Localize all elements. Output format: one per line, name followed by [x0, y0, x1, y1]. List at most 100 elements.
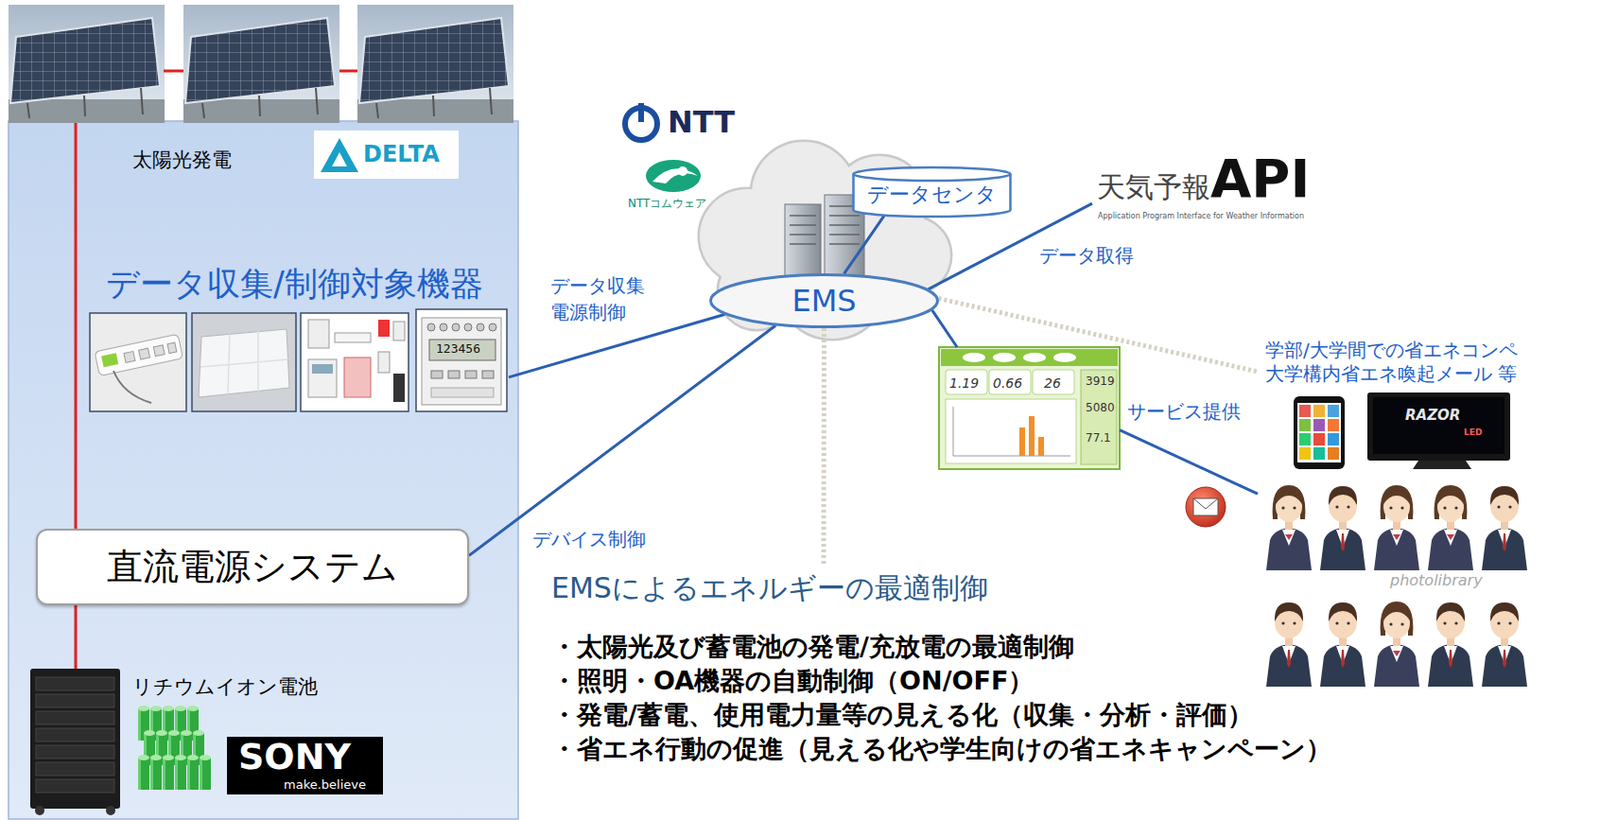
- nttcomware-logo: [645, 159, 701, 192]
- sensor-devices-photo: [393, 321, 405, 341]
- delta-logo: [313, 130, 459, 179]
- box-title: 直流電源システム: [106, 545, 399, 590]
- battery-cells: [138, 754, 150, 790]
- power-strip-photo: [167, 342, 177, 353]
- delta-logo: [331, 152, 348, 167]
- mail-icon: [1185, 486, 1226, 527]
- nttcomware-logo: [678, 166, 688, 176]
- connector-line: [1119, 430, 1258, 494]
- power-meter-photo: [476, 323, 485, 331]
- summary-title: EMSによるエネルギーの最適制御: [551, 571, 989, 606]
- dashboard-screenshot: [1053, 352, 1077, 363]
- power-meter-photo: [416, 309, 507, 412]
- cylinder-outline: [853, 167, 1011, 217]
- solar-panel-photo: [202, 87, 318, 119]
- tablet-device: [1313, 404, 1325, 418]
- dashboard-screenshot: [992, 352, 1016, 363]
- power-meter-photo: [448, 370, 460, 379]
- ceiling-light-photo: [198, 329, 290, 398]
- dashboard-screenshot: [1080, 369, 1117, 465]
- solar-panel-photo: [359, 17, 509, 104]
- battery-cells: [187, 754, 199, 790]
- power-meter-photo: [416, 309, 507, 412]
- solar-panel-photo: [357, 4, 514, 123]
- battery-rack: [30, 668, 121, 809]
- dashboard-screenshot: [945, 369, 988, 395]
- power-strip-photo: [113, 370, 152, 403]
- power-strip-photo: [94, 333, 183, 376]
- panel-ground: [8, 121, 519, 819]
- sensor-devices-photo: [300, 313, 409, 412]
- tablet-device: [1297, 402, 1341, 463]
- delta-logo: [320, 138, 359, 173]
- power-strip-photo: [139, 347, 151, 360]
- tablet-device: [1313, 447, 1325, 460]
- battery-cells: [162, 754, 174, 790]
- dashed-connector: [821, 328, 828, 564]
- sensor-devices-photo: [312, 364, 333, 374]
- dashboard-screenshot: [1028, 416, 1035, 456]
- metric-value: 3919: [1085, 374, 1115, 388]
- people-illustration: [1320, 486, 1366, 571]
- service-note: 学部/大学間での省エネコンペ 大学構内省エネ喚起メール 等: [1265, 338, 1559, 386]
- power-strip-photo: [153, 345, 165, 357]
- dashboard-screenshot: [962, 352, 986, 363]
- battery-rack: [35, 694, 115, 708]
- solar-panel-photo: [27, 87, 143, 119]
- solar-panel-photo: [183, 4, 340, 123]
- logo-subtitle: Application Program Interface for Weathe…: [1097, 211, 1305, 222]
- battery-cells: [199, 754, 211, 790]
- sensor-devices-photo: [308, 359, 337, 398]
- server-towers: [789, 215, 817, 244]
- tv-monitor: [1373, 397, 1505, 454]
- logo-text: 天気予報API: [1096, 155, 1310, 203]
- logo-wordmark: DELTA: [363, 140, 440, 169]
- dashboard-screenshot: [1032, 369, 1075, 395]
- metric-value: 1.19: [949, 375, 979, 392]
- tv-monitor: [1367, 392, 1511, 461]
- power-meter-photo: [452, 323, 460, 331]
- connector-label: デバイス制御: [530, 527, 648, 551]
- dashboard-screenshot: [1038, 436, 1044, 456]
- mail-icon: [1193, 498, 1218, 516]
- battery-cells: [138, 705, 211, 790]
- battery-caption: リチウムイオン電池: [132, 675, 318, 699]
- dashboard-screenshot: [953, 406, 1071, 456]
- dashboard-screenshot: [989, 369, 1031, 395]
- battery-rack: [35, 745, 115, 759]
- group-heading: データ収集/制御対象機器: [105, 264, 484, 303]
- battery-rack: [35, 728, 115, 742]
- people-illustration: [1266, 485, 1312, 571]
- logo-tagline: make.believe: [283, 778, 366, 792]
- metric-value: 0.66: [992, 375, 1023, 392]
- connector-line: [932, 310, 957, 348]
- tablet-device: [1299, 447, 1311, 460]
- sensor-devices-photo: [344, 357, 371, 398]
- power-meter-photo: [431, 370, 443, 379]
- logo-wordmark: NTT: [667, 104, 735, 140]
- battery-rack: [35, 711, 115, 725]
- battery-rack: [34, 805, 45, 816]
- battery-rack: [35, 779, 115, 793]
- people-illustration: [1427, 602, 1474, 687]
- ems-ellipse: EMS: [709, 273, 940, 329]
- nttcomware-logo: [652, 168, 698, 184]
- screen-brand: RAZOR: [1405, 406, 1461, 424]
- people-illustration: [1427, 485, 1474, 571]
- mail-icon: [1193, 498, 1218, 509]
- mail-icon: [1185, 486, 1226, 527]
- meter-display: 123456: [435, 341, 481, 357]
- people-illustration: [1266, 602, 1312, 687]
- text-part: API: [1210, 147, 1310, 209]
- tv-monitor: [1367, 392, 1511, 470]
- connector-line: [844, 215, 885, 274]
- ntt-logo: [625, 103, 658, 140]
- people-illustration: [1320, 602, 1366, 687]
- ellipse-outline: [711, 275, 939, 328]
- solar-panel-photo: [8, 4, 165, 123]
- ceiling-light-photo: [191, 313, 296, 412]
- logo-wordmark: SONY: [238, 738, 351, 775]
- people-illustration: [1481, 602, 1528, 687]
- ntt-logo: [638, 103, 644, 122]
- system-panel: 太陽光発電リチウムイオン電池データ収集/制御対象機器直流電源システム: [8, 121, 519, 819]
